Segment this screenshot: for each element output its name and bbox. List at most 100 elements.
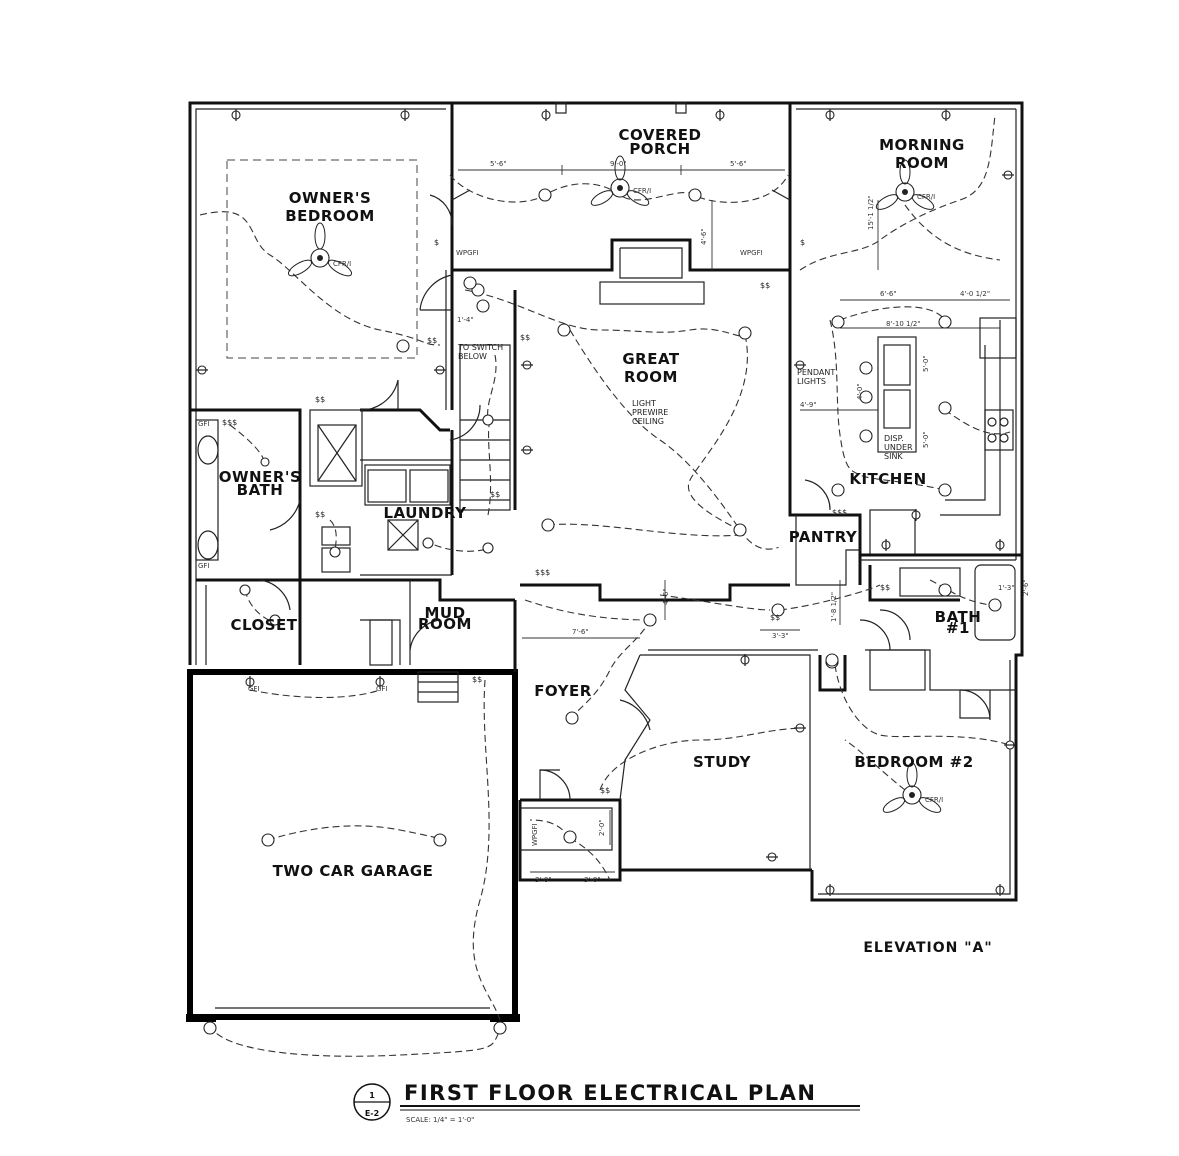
note-to-switch-2: BELOW [458, 352, 487, 361]
dim-kitchen-g: 5'-0" [922, 431, 930, 448]
note-pendant-2: LIGHTS [797, 377, 826, 386]
dim-porch-left: 5'-6" [490, 160, 507, 168]
electrical-fixtures: $$$ $$ $$ $$ $$ $$ $$$ $$ $$$ $$ $$ $$ $… [196, 109, 1016, 1035]
smoke-detector-icons [396, 276, 839, 667]
svg-text:$$: $$ [880, 583, 890, 592]
note-wpgfi-left: WPGFI [456, 249, 479, 257]
label-laundry: LAUNDRY [384, 504, 468, 522]
dim-kitchen-a: 6'-6" [880, 290, 897, 298]
dimension-lines [458, 165, 1016, 873]
note-wpgfi-entry: WPGFI [531, 823, 539, 846]
dimension-labels: 5'-6" 9'-0" 5'-6" 4'-6" 15'-1 1/2" 6'-6"… [457, 160, 1030, 884]
note-prewire-2: PREWIRE [632, 408, 668, 417]
svg-text:$$: $$ [315, 395, 325, 404]
dim-porch-depth: 4'-6" [700, 228, 708, 245]
dim-entry-a: 3'-0" [535, 876, 552, 884]
label-mud-room-2: ROOM [418, 615, 472, 633]
label-owners-bath-2: BATH [237, 481, 284, 499]
svg-text:$$: $$ [427, 336, 437, 345]
note-to-switch-1: TO SWITCH [457, 343, 503, 352]
note-disp-2: UNDER [884, 443, 913, 452]
dim-hall-1: 1'-4" [457, 316, 474, 324]
dim-kitchen-e: 4'-0" [856, 383, 864, 400]
note-cfr-porch: CFR/I [633, 187, 651, 195]
label-bedroom-2: BEDROOM #2 [854, 753, 973, 771]
svg-text:$$: $$ [490, 490, 500, 499]
dim-foyer-width: 7'-6" [572, 628, 589, 636]
wiring-runs [199, 114, 1011, 1057]
svg-text:$$: $$ [770, 613, 780, 622]
dim-hall-3: 1'-8 1/2" [830, 592, 838, 622]
svg-text:$$: $$ [600, 786, 610, 795]
label-mud-room-1: MUD [424, 604, 465, 622]
ceiling-fan-icon [882, 762, 942, 813]
label-great-room-2: ROOM [624, 368, 678, 386]
note-prewire-1: LIGHT [632, 399, 656, 408]
label-great-room-1: GREAT [622, 350, 680, 368]
dim-stair: 4'-6" [662, 588, 670, 605]
note-gfi-garage-2: GFI [376, 685, 388, 693]
label-kitchen: KITCHEN [849, 470, 926, 488]
svg-text:$: $ [800, 238, 805, 247]
label-study: STUDY [693, 753, 752, 771]
dim-kitchen-c: 8'-10 1/2" [886, 320, 921, 328]
svg-text:$$: $$ [315, 510, 325, 519]
note-disp-1: DISP. [884, 434, 904, 443]
dim-porch-right: 5'-6" [730, 160, 747, 168]
outlet-icons [196, 109, 1016, 896]
label-covered-porch-2: PORCH [629, 140, 690, 158]
dim-hall-2: 3'-3" [772, 632, 789, 640]
label-pantry: PANTRY [789, 528, 858, 546]
recessed-light-icons [203, 188, 1002, 1035]
svg-text:$$$: $$$ [535, 568, 550, 577]
annotations: TO SWITCH BELOW LIGHT PREWIRE CEILING PE… [198, 187, 943, 846]
label-bath1-2: #1 [946, 619, 970, 637]
label-owners-bedroom-2: BEDROOM [285, 207, 375, 225]
title-block: ELEVATION "A" 1 E-2 FIRST FLOOR ELECTRIC… [353, 940, 992, 1124]
dim-kitchen-b: 4'-0 1/2" [960, 290, 990, 298]
dim-entry-c: 2'-0" [598, 819, 606, 836]
note-prewire-3: CEILING [632, 417, 664, 426]
svg-text:$$: $$ [760, 281, 770, 290]
label-owners-bath-1: OWNER'S [219, 468, 302, 486]
note-disp-3: SINK [884, 452, 903, 461]
svg-text:$$$: $$$ [832, 508, 847, 517]
svg-text:$: $ [434, 238, 439, 247]
label-foyer: FOYER [534, 682, 592, 700]
room-labels: COVERED PORCH MORNING ROOM OWNER'S BEDRO… [219, 126, 982, 880]
label-morning-room-1: MORNING [879, 136, 965, 154]
drawing-scale: SCALE: 1/4" = 1'-0" [406, 1116, 474, 1124]
svg-text:$$: $$ [520, 333, 530, 342]
label-morning-room-2: ROOM [895, 154, 949, 172]
sheet-ref-top: 1 [369, 1091, 375, 1100]
note-gfi-bath-2: GFI [198, 562, 210, 570]
label-closet: CLOSET [230, 616, 297, 634]
svg-text:$$: $$ [472, 675, 482, 684]
note-wpgfi-right: WPGFI [740, 249, 763, 257]
door-swings [259, 194, 991, 801]
note-cfr-bedroom2: CFR/I [925, 796, 943, 804]
exterior-walls [186, 101, 1024, 1022]
svg-text:$$$: $$$ [222, 418, 237, 427]
dim-bath-b: 2'-6" [1022, 579, 1030, 596]
label-garage: TWO CAR GARAGE [273, 862, 434, 880]
dim-porch-mid: 9'-0" [610, 160, 627, 168]
ceiling-fan-icon [875, 159, 935, 210]
elevation-label: ELEVATION "A" [863, 940, 992, 956]
note-cfr-owner: CFR/I [333, 260, 351, 268]
note-gfi-bath-1: GFI [198, 420, 210, 428]
label-bath1-1: BATH [935, 608, 982, 626]
ceiling-fan-icon [590, 155, 650, 206]
note-cfr-morning: CFR/I [917, 193, 935, 201]
dim-kitchen-f: 5'-0" [922, 355, 930, 372]
label-covered-porch-1: COVERED [619, 126, 702, 144]
dim-entry-b: 3'-0" [584, 876, 601, 884]
dim-kitchen-d: 4'-9" [800, 401, 817, 409]
label-owners-bedroom-1: OWNER'S [289, 189, 372, 207]
drawing-title: FIRST FLOOR ELECTRICAL PLAN [404, 1081, 817, 1105]
note-pendant-1: PENDANT [797, 368, 835, 377]
switch-icons: $$$ $$ $$ $$ $$ $$ $$$ $$ $$$ $$ $$ $$ $… [222, 238, 890, 795]
interior-walls [190, 102, 1022, 851]
